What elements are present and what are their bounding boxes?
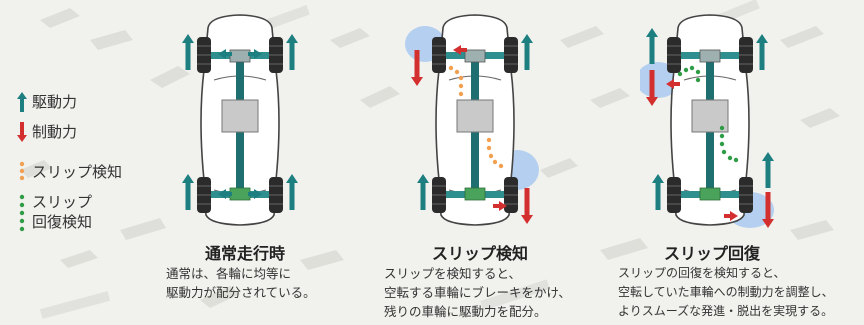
car-diagram-normal xyxy=(182,14,298,226)
panel-desc-line: スリップを検知すると、 xyxy=(384,266,522,281)
slip-dots-icon xyxy=(19,161,25,181)
panel-desc-line: 残りの車輪に駆動力を配分。 xyxy=(384,304,547,319)
panel-title-slip-recover: スリップ回復 xyxy=(663,244,760,263)
panel-desc-line: スリップの回復を検知すると、 xyxy=(618,266,786,280)
car-diagram-slip-recover xyxy=(640,14,774,228)
legend: 駆動力 制動力 スリップ検知 スリップ回復検知 xyxy=(14,88,164,234)
car-diagram-slip-detect xyxy=(405,14,539,226)
panel-desc-slip-recover: スリップの回復を検知すると、 空転していた車輪への制動力を調整し、 よりスムーズ… xyxy=(618,264,834,321)
panel-desc-line: 通常は、各輪に均等に xyxy=(166,266,292,281)
panel-desc-line: 駆動力が配分されている。 xyxy=(166,285,316,300)
panel-desc-slip-detect: スリップを検知すると、 空転する車輪にブレーキをかけ、 残りの車輪に駆動力を配分… xyxy=(384,264,571,321)
panel-title-normal: 通常走行時 xyxy=(204,244,285,263)
legend-label-recover: スリップ回復検知 xyxy=(32,193,93,231)
legend-item-brake: 制動力 xyxy=(14,118,164,144)
legend-label-slip: スリップ検知 xyxy=(32,162,123,181)
legend-label-brake: 制動力 xyxy=(32,122,78,141)
drive-arrow-icon xyxy=(17,92,27,112)
legend-item-drive: 駆動力 xyxy=(14,88,164,114)
panel-desc-line: 空転する車輪にブレーキをかけ、 xyxy=(384,285,571,300)
legend-item-recover: スリップ回復検知 xyxy=(14,190,164,234)
panel-desc-line: よりスムーズな発進・脱出を実現する。 xyxy=(618,304,834,318)
panel-desc-line: 空転していた車輪への制動力を調整し、 xyxy=(618,285,834,299)
legend-label-drive: 駆動力 xyxy=(32,92,78,111)
panel-desc-normal: 通常は、各輪に均等に 駆動力が配分されている。 xyxy=(166,264,316,302)
brake-arrow-icon xyxy=(17,122,27,142)
recover-dots-icon xyxy=(19,194,25,232)
panel-title-slip-detect: スリップ検知 xyxy=(431,244,528,263)
legend-item-slip: スリップ検知 xyxy=(14,158,164,184)
